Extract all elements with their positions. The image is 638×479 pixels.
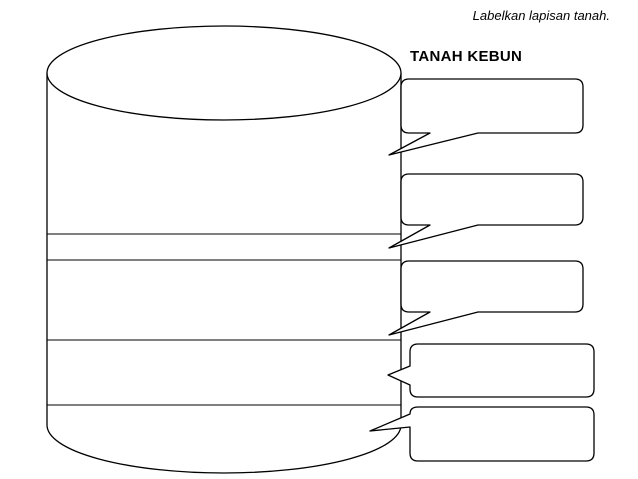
callout-box-layer-2[interactable]: [388, 173, 584, 249]
cylinder-top: [46, 25, 402, 121]
diagram-title: TANAH KEBUN: [410, 48, 523, 65]
callout-box-layer-3[interactable]: [388, 260, 584, 336]
callout-box-layer-5[interactable]: [369, 406, 595, 462]
instruction-text: Labelkan lapisan tanah.: [472, 8, 610, 23]
callout-box-layer-1[interactable]: [388, 78, 584, 156]
callout-box-layer-4[interactable]: [387, 343, 595, 398]
cylinder-body: [46, 73, 402, 474]
